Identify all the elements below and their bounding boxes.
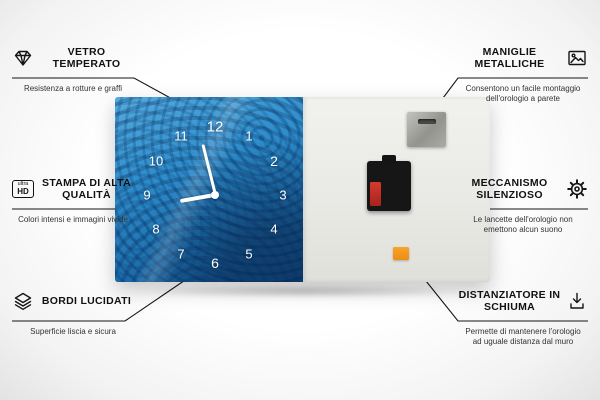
clock-number: 9 bbox=[143, 187, 151, 203]
callout-stampa-alta-qualita: ultra HD STAMPA DI ALTA QUALITÀ Colori i… bbox=[12, 173, 134, 225]
clock-number: 4 bbox=[270, 221, 278, 237]
picture-icon bbox=[566, 48, 588, 68]
callout-subtitle: Colori intensi e immagini vivide bbox=[18, 215, 128, 224]
callout-title: MANIGLIE METALLICHE bbox=[474, 45, 545, 70]
callout-subtitle: Superficie liscia e sicura bbox=[30, 327, 116, 336]
clock-number: 12 bbox=[206, 118, 224, 136]
clock-number: 3 bbox=[279, 187, 287, 203]
callout-distanziatore-schiuma: DISTANZIATORE IN SCHIUMA Permette di man… bbox=[458, 285, 588, 348]
callout-title: DISTANZIATORE IN SCHIUMA bbox=[458, 288, 561, 313]
gear-icon bbox=[566, 179, 588, 199]
layers-icon bbox=[12, 291, 34, 311]
clock-number: 2 bbox=[270, 153, 278, 169]
callout-subtitle: Permette di mantenere l'orologio ad ugua… bbox=[465, 327, 581, 347]
foam-spacer-icon bbox=[566, 291, 588, 311]
clock-number: 1 bbox=[245, 128, 253, 144]
callout-title: BORDI LUCIDATI bbox=[41, 294, 132, 307]
clock-number: 5 bbox=[245, 246, 253, 262]
clock-front-face: 12 1 2 3 4 5 6 7 8 9 10 11 bbox=[115, 97, 303, 282]
callout-bordi-lucidati: BORDI LUCIDATI Superficie liscia e sicur… bbox=[12, 285, 134, 337]
clock-mechanism bbox=[367, 155, 411, 211]
wall-clock-product: 12 1 2 3 4 5 6 7 8 9 10 11 bbox=[115, 97, 490, 282]
battery bbox=[370, 182, 381, 206]
clock-number: 8 bbox=[152, 221, 160, 237]
product-shadow bbox=[130, 284, 475, 298]
clock-center-cap bbox=[211, 191, 219, 199]
ultra-hd-icon-text: HD bbox=[17, 186, 29, 196]
ultra-hd-icon-text: ultra bbox=[17, 181, 29, 188]
foam-spacer bbox=[393, 247, 409, 260]
callout-vetro-temperato: VETRO TEMPERATO Resistenza a rotture e g… bbox=[12, 42, 134, 94]
callout-subtitle: Consentono un facile montaggio dell'orol… bbox=[465, 84, 581, 104]
clock-number: 11 bbox=[174, 128, 188, 144]
callout-subtitle: Le lancette dell'orologio non emettono a… bbox=[473, 215, 573, 235]
clock-number: 6 bbox=[211, 255, 219, 271]
callout-title: STAMPA DI ALTA QUALITÀ bbox=[42, 176, 131, 201]
ultra-hd-icon: ultra HD bbox=[12, 180, 34, 198]
callout-title: VETRO TEMPERATO bbox=[52, 45, 121, 70]
metal-hanging-bracket bbox=[407, 112, 446, 147]
callout-subtitle: Resistenza a rotture e graffi bbox=[23, 84, 123, 93]
callout-meccanismo-silenzioso: MECCANISMO SILENZIOSO Le lancette dell'o… bbox=[458, 173, 588, 236]
clock-number: 10 bbox=[148, 153, 164, 169]
callout-title: MECCANISMO SILENZIOSO bbox=[471, 176, 548, 201]
diamond-icon bbox=[12, 48, 34, 68]
clock-back-panel bbox=[303, 97, 490, 282]
minute-hand bbox=[200, 144, 217, 196]
callout-maniglie-metalliche: MANIGLIE METALLICHE Consentono un facile… bbox=[458, 42, 588, 105]
clock-number: 7 bbox=[177, 246, 185, 262]
